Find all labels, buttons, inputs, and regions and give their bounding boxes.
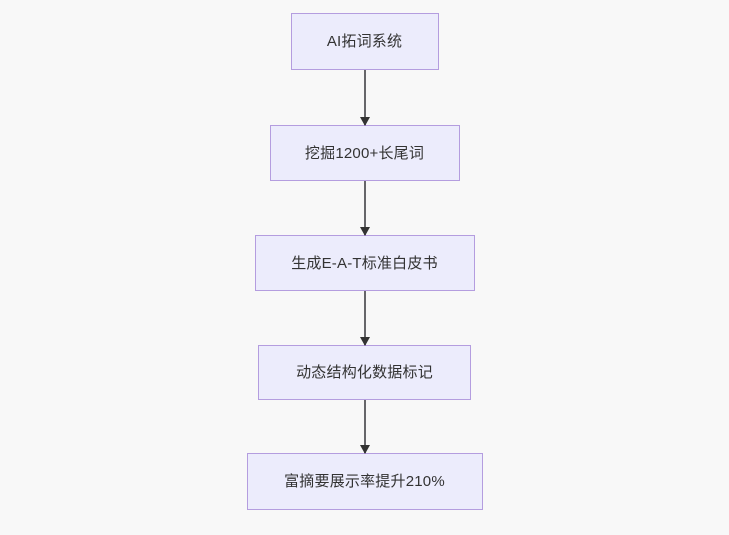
flow-edge-node3-node4 (359, 400, 370, 454)
flow-node-dynamic-structured-data-markup[interactable]: 动态结构化数据标记 (258, 345, 471, 400)
flow-node-generate-eat-whitepaper[interactable]: 生成E-A-T标准白皮书 (254, 235, 475, 291)
flow-edge-node1-node2 (359, 181, 370, 236)
flow-node-ai-keyword-system[interactable]: AI拓词系统 (290, 13, 439, 70)
down-arrow-icon (359, 227, 370, 236)
flow-edge-node2-node3 (359, 291, 370, 346)
down-arrow-icon (359, 445, 370, 454)
flow-edge-node0-node1 (359, 70, 370, 126)
down-arrow-icon (359, 117, 370, 126)
down-arrow-icon (359, 337, 370, 346)
flow-node-rich-snippet-rate-increase[interactable]: 富摘要展示率提升210% (246, 453, 483, 510)
flow-node-mine-longtail-keywords[interactable]: 挖掘1200+长尾词 (269, 125, 460, 181)
